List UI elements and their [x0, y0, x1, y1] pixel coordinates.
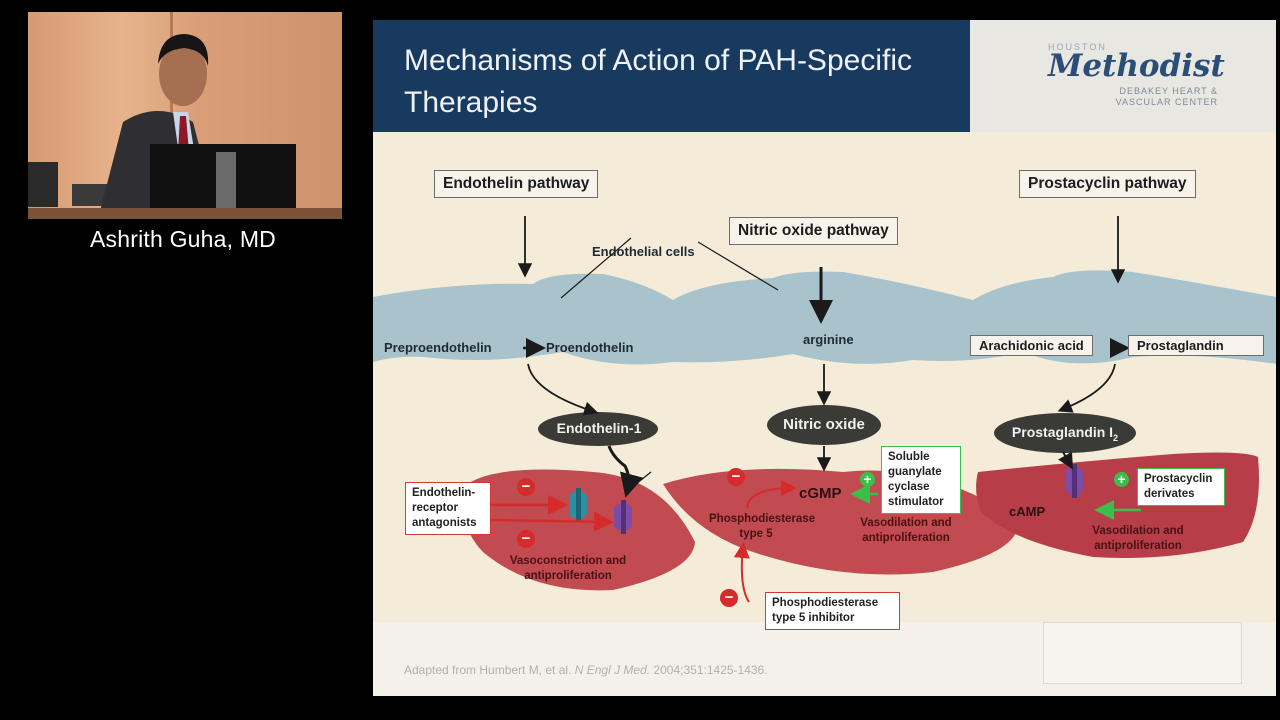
vasodilation-label-right: Vasodilation and antiproliferation	[1092, 525, 1184, 552]
smooth-muscle-cell-left	[458, 469, 695, 591]
prostaglandin-box: Prostaglandin	[1128, 335, 1264, 356]
methodist-logo: HOUSTON Methodist DEBAKEY HEART & VASCUL…	[970, 20, 1276, 132]
logo-main-text: Methodist	[1048, 48, 1225, 84]
sgc-stimulator-box: Soluble guanylate cyclase stimulator	[881, 446, 961, 514]
endothelin-1-ellipse	[538, 412, 658, 446]
vasodilation-label-middle: Vasodilation and antiproliferation	[860, 517, 952, 544]
nitric-oxide-label: Nitric oxide	[783, 416, 865, 433]
logo-line1: DEBAKEY HEART &	[1119, 86, 1218, 96]
logo-line2: VASCULAR CENTER	[1115, 97, 1218, 107]
speaker-figure	[28, 12, 342, 219]
speaker-name: Ashrith Guha, MD	[90, 226, 276, 252]
inhibit-sign-3: −	[727, 468, 745, 486]
slide-title-bar: Mechanisms of Action of PAH-Specific The…	[373, 20, 970, 132]
faded-overlay-box	[1043, 622, 1242, 684]
slide-title: Mechanisms of Action of PAH-Specific The…	[404, 44, 912, 119]
stimulate-sign-1: +	[860, 472, 875, 487]
prostacyclin-pathway-box: Prostacyclin pathway	[1019, 170, 1196, 198]
camp-label: cAMP	[1009, 504, 1046, 519]
preproendothelin-label: Preproendothelin	[384, 340, 492, 355]
prostaglandin-i2-label: Prostaglandin I2	[1011, 424, 1119, 443]
pde5-label: Phosphodiesterase type 5	[709, 513, 816, 540]
stimulate-sign-2: +	[1114, 472, 1129, 487]
endothelin-receptor-a-icon	[569, 488, 587, 522]
endothelial-cells-label: Endothelial cells	[592, 244, 695, 259]
presentation-slide: Mechanisms of Action of PAH-Specific The…	[373, 20, 1276, 696]
arachidonic-acid-box: Arachidonic acid	[970, 335, 1093, 356]
vasoconstriction-label: Vasoconstriction and antiproliferation	[509, 555, 627, 582]
citation: Adapted from Humbert M, et al. N Engl J …	[404, 663, 768, 677]
mechanism-diagram: Endothelin pathway Nitric oxide pathway …	[373, 132, 1276, 630]
arginine-label: arginine	[803, 332, 854, 347]
endothelin-receptor-b-icon	[614, 500, 632, 534]
nitric-oxide-ellipse	[767, 405, 881, 445]
speaker-video	[28, 12, 342, 219]
inhibit-sign-1: −	[517, 478, 535, 496]
prostaglandin-i2-ellipse	[994, 413, 1136, 453]
receptor-antagonists-box: Endothelin-receptor antagonists	[405, 482, 491, 535]
prostacyclin-receptor-icon	[1065, 464, 1083, 498]
pde5-inhibitor-box: Phosphodiesterase type 5 inhibitor	[765, 592, 900, 630]
inhibit-sign-2: −	[517, 530, 535, 548]
proendothelin-label: Proendothelin	[546, 340, 634, 355]
endothelin-1-label: Endothelin-1	[556, 420, 642, 436]
nitric-oxide-pathway-box: Nitric oxide pathway	[729, 217, 898, 245]
logo-top-text: HOUSTON	[1048, 42, 1107, 52]
inhibit-sign-4: −	[720, 589, 738, 607]
endothelin-pathway-box: Endothelin pathway	[434, 170, 599, 198]
cgmp-label: cGMP	[799, 485, 842, 502]
prostacyclin-derivates-box: Prostacyclin derivates	[1137, 468, 1225, 506]
